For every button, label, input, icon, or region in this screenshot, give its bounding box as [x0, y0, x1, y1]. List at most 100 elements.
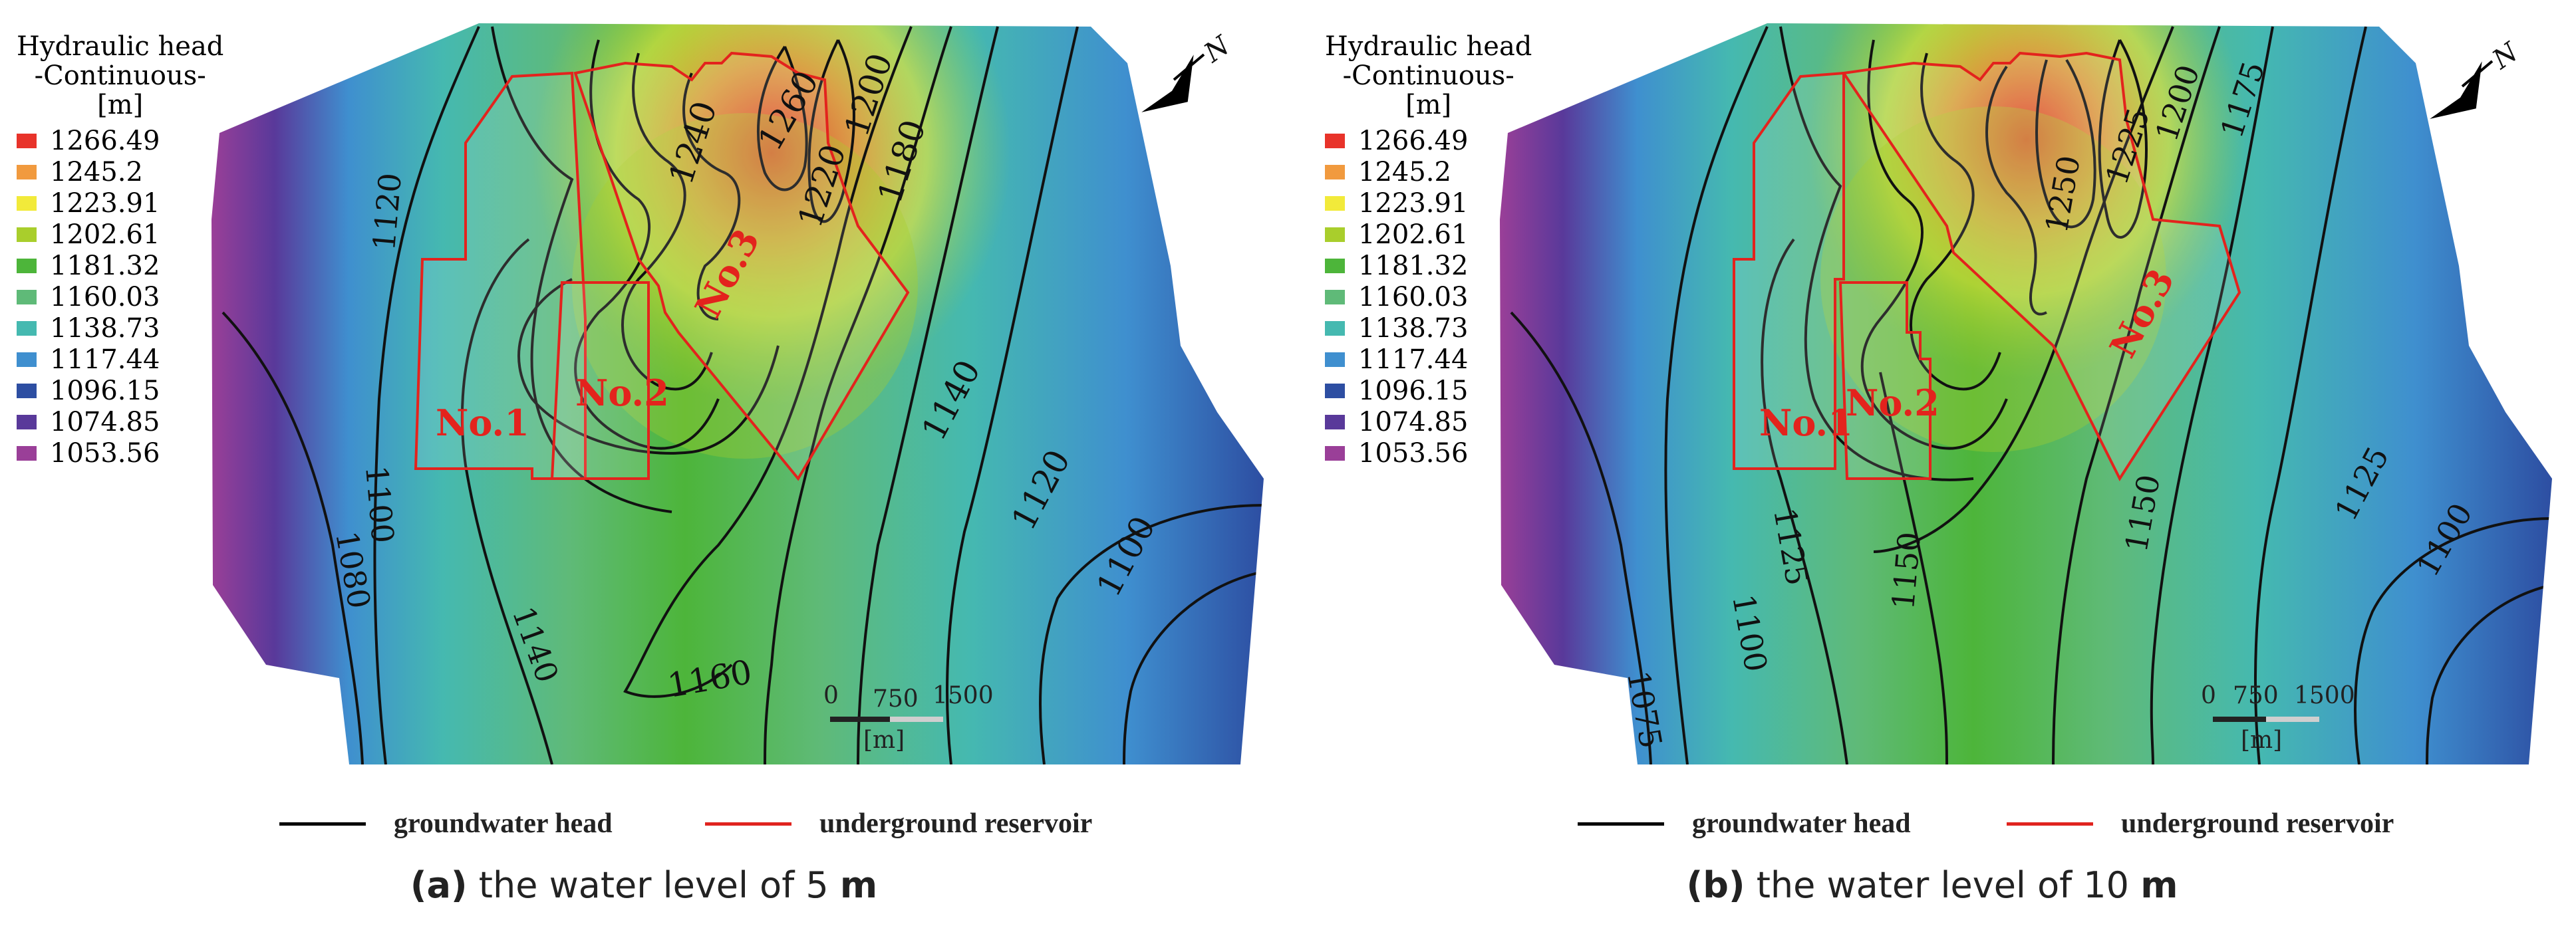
caption-prefix: (a): [410, 864, 468, 906]
legend-underground-reservoir: underground reservoir: [2007, 808, 2394, 840]
legend-value: 1266.49: [1358, 125, 1469, 156]
legend-list: 1266.49 1245.2 1223.91 1202.61 1181.32 1…: [1325, 125, 1532, 469]
underground-reservoirs: [414, 51, 910, 481]
legend-unit: [m]: [1405, 90, 1452, 120]
legend-subtitle: -Continuous-: [1342, 60, 1514, 91]
panel-b: 1125 1100 1075 1150 1150 1250 1225 1200 …: [1288, 0, 2576, 932]
legend-item: 1096.15: [1325, 375, 1532, 406]
scale-bar: [2213, 717, 2319, 722]
legend-groundwater-head: groundwater head: [279, 808, 613, 840]
scale-unit: [m]: [863, 727, 905, 754]
legend-swatch: [17, 383, 37, 398]
legend-groundwater-label: groundwater head: [1692, 808, 1911, 839]
legend-swatch: [17, 352, 37, 367]
panel-a: 1120 1100 1080 1140 1160 1240 1260 1220 …: [0, 23, 1288, 906]
reservoir-line-swatch: [705, 822, 791, 826]
legend-swatch: [1325, 414, 1345, 429]
caption-unit: m: [839, 864, 878, 906]
contour-label: 1120: [366, 172, 408, 252]
legend-swatch: [1325, 320, 1345, 336]
north-arrow-icon: [2430, 60, 2494, 119]
legend-value: 1160.03: [50, 281, 160, 312]
legend-value: 1138.73: [50, 312, 160, 344]
hydraulic-head-legend: Hydraulic head -Continuous- [m] 1266.49 …: [17, 32, 223, 469]
legend-item: 1266.49: [1325, 125, 1532, 156]
legend-item: 1223.91: [1325, 187, 1532, 219]
legend-subtitle: -Continuous-: [34, 60, 206, 91]
line-legend: groundwater head underground reservoir: [0, 808, 1288, 848]
legend-item: 1053.56: [17, 437, 223, 469]
legend-reservoir-label: underground reservoir: [2121, 808, 2394, 839]
legend-value: 1266.49: [50, 125, 160, 156]
scale-tick-1500: 1500: [2294, 682, 2355, 709]
legend-swatch: [17, 445, 37, 461]
legend-groundwater-head: groundwater head: [1578, 808, 1911, 840]
legend-value: 1223.91: [50, 187, 160, 219]
legend-value: 1245.2: [1358, 156, 1451, 187]
legend-value: 1160.03: [1358, 281, 1469, 312]
legend-title: Hydraulic head: [1325, 31, 1532, 62]
legend-item: 1245.2: [1325, 156, 1532, 187]
reservoir-label-no2: No.2: [1846, 382, 1939, 424]
legend-item: 1138.73: [1325, 312, 1532, 344]
legend-item: 1160.03: [1325, 281, 1532, 312]
legend-swatch: [1325, 352, 1345, 367]
legend-swatch: [1325, 445, 1345, 461]
legend-value: 1074.85: [1358, 406, 1469, 437]
reservoir-label-no1: No.1: [436, 402, 529, 444]
legend-value: 1202.61: [1358, 219, 1469, 250]
legend-swatch: [17, 289, 37, 304]
reservoir-label-no2: No.2: [575, 372, 669, 414]
legend-item: 1202.61: [17, 219, 223, 250]
legend-value: 1096.15: [1358, 375, 1469, 406]
legend-value: 1245.2: [50, 156, 143, 187]
caption-text: the water level of 5: [467, 864, 840, 906]
contour-label: 1100: [358, 464, 401, 544]
legend-reservoir-label: underground reservoir: [819, 808, 1093, 839]
contour-label: 1150: [1885, 530, 1928, 611]
legend-swatch: [1325, 289, 1345, 304]
north-arrow-icon: [1141, 53, 1205, 112]
legend-swatch: [17, 195, 37, 211]
caption-text: the water level of 10: [1745, 864, 2141, 906]
legend-item: 1181.32: [17, 250, 223, 281]
legend-item: 1117.44: [1325, 344, 1532, 375]
groundwater-line-swatch: [1578, 822, 1664, 826]
legend-swatch: [17, 227, 37, 242]
legend-swatch: [1325, 195, 1345, 211]
legend-swatch: [17, 320, 37, 336]
groundwater-head-contours: [221, 26, 1264, 764]
legend-value: 1181.32: [1358, 250, 1469, 281]
legend-title: Hydraulic head: [17, 31, 224, 62]
legend-swatch: [1325, 133, 1345, 148]
legend-swatch: [17, 414, 37, 429]
legend-swatch: [17, 133, 37, 148]
legend-swatch: [1325, 258, 1345, 273]
north-label: N: [2487, 36, 2525, 75]
scale-tick-750: 750: [873, 685, 919, 713]
legend-item: 1181.32: [1325, 250, 1532, 281]
legend-swatch: [17, 164, 37, 179]
legend-value: 1223.91: [1358, 187, 1469, 219]
legend-value: 1053.56: [50, 437, 160, 469]
underground-reservoirs: [1733, 51, 2241, 482]
legend-item: 1160.03: [17, 281, 223, 312]
hydraulic-head-map-a: 1120 1100 1080 1140 1160 1240 1260 1220 …: [212, 23, 1264, 764]
panel-caption-a: (a) the water level of 5 m: [0, 864, 1288, 906]
legend-item: 1074.85: [1325, 406, 1532, 437]
north-label: N: [1199, 29, 1237, 68]
hydraulic-head-map-b: 1125 1100 1075 1150 1150 1250 1225 1200 …: [1500, 23, 2552, 764]
panel-caption-b: (b) the water level of 10 m: [1288, 864, 2576, 906]
line-legend: groundwater head underground reservoir: [1288, 808, 2576, 848]
legend-list: 1266.49 1245.2 1223.91 1202.61 1181.32 1…: [17, 125, 223, 469]
scale-tick-0: 0: [2201, 682, 2216, 709]
reservoir-label-no1: No.1: [1759, 402, 1853, 444]
groundwater-head-contours: [1510, 26, 2552, 764]
legend-item: 1053.56: [1325, 437, 1532, 469]
legend-item: 1074.85: [17, 406, 223, 437]
legend-item: 1266.49: [17, 125, 223, 156]
legend-item: 1202.61: [1325, 219, 1532, 250]
scale-tick-0: 0: [823, 682, 839, 709]
legend-groundwater-label: groundwater head: [394, 808, 613, 839]
legend-value: 1074.85: [50, 406, 160, 437]
